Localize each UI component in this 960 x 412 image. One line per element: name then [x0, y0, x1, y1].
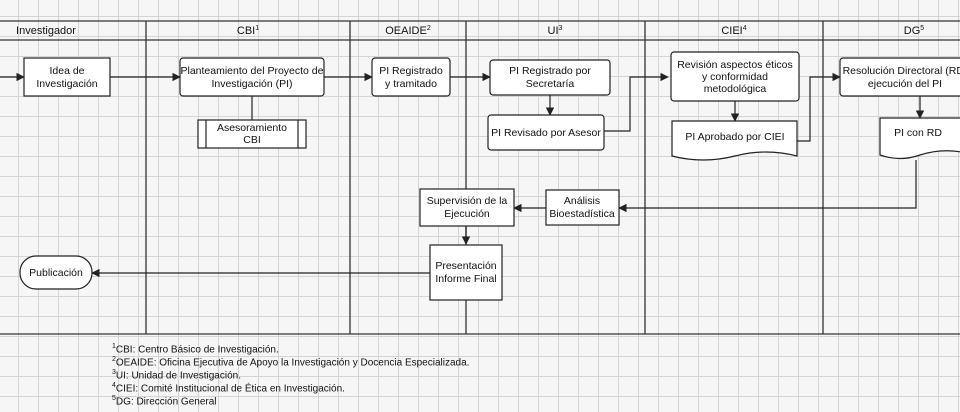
svg-text:PI Aprobado por CIEI: PI Aprobado por CIEI [685, 131, 784, 143]
lane-header-oeaide: OEAIDE2 [385, 25, 431, 37]
svg-text:Resolución Directoral (RD)ejec: Resolución Directoral (RD)ejecución del … [843, 65, 960, 90]
footnote-ui: 3UI: Unidad de Investigación. [112, 369, 241, 382]
footnote-oeaide: 2OEAIDE: Oficina Ejecutiva de Apoyo la I… [112, 356, 470, 369]
footnote-ciei: 4CIEI: Comité Institucional de Ética en … [112, 382, 345, 395]
lane-header-dg: DG5 [904, 25, 925, 37]
arrow-revisado-revision [604, 72, 669, 132]
svg-text:Publicación: Publicación [29, 267, 83, 279]
arrow-pi-rd-analisis [618, 160, 917, 213]
svg-text:PI Revisado por Asesor: PI Revisado por Asesor [491, 127, 601, 139]
node-resolucion-directoral[interactable]: Resolución Directoral (RD)ejecución del … [839, 57, 960, 97]
node-pi-revisado-asesor[interactable]: PI Revisado por Asesor [487, 114, 605, 151]
svg-text:Planteamiento del Proyecto deI: Planteamiento del Proyecto deInvestigaci… [180, 65, 323, 90]
lane-header-cbi: CBI1 [237, 25, 259, 37]
node-publicacion-terminal[interactable]: Publicación [19, 255, 93, 290]
node-pi-aprobado-document[interactable]: PI Aprobado por CIEI [671, 120, 798, 161]
node-pi-con-rd-document[interactable]: PI con RD [879, 117, 960, 160]
lane-header-ciei: CIEI4 [721, 25, 746, 37]
lane-header-investigador: Investigador [16, 25, 76, 37]
footnote-cbi: 1CBI: Centro Básico de Investigación. [112, 343, 279, 356]
lane-header-ui: UI3 [548, 25, 563, 37]
connectors [0, 72, 925, 278]
arrow-aprobado-resolucion [797, 72, 841, 142]
svg-text:PI con RD: PI con RD [894, 127, 942, 139]
footnote-dg: 5DG: Dirección General [112, 395, 217, 408]
swimlane-frame [0, 20, 960, 335]
